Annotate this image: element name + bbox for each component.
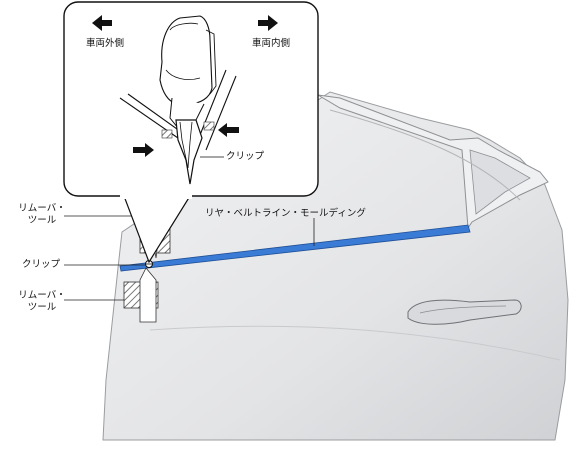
arrow-left-icon	[92, 15, 112, 31]
clip-detail	[175, 119, 203, 185]
panel-line	[197, 69, 227, 141]
panel-line	[205, 75, 237, 151]
hatch-detail	[203, 121, 215, 131]
remover-tool-lower-line1: リムーバ・	[18, 290, 66, 301]
door-contour	[149, 325, 561, 361]
push-arrow-left-icon	[218, 123, 239, 137]
remover-tool-lower-label: リムーバ・ ツール	[16, 290, 68, 314]
molding-cross-section	[159, 15, 217, 129]
molding-label: リヤ・ベルトライン・モールディング	[205, 208, 366, 219]
remover-tool-upper-line1: リムーバ・	[18, 203, 66, 214]
outer-side-label: 車両外側	[86, 38, 125, 49]
panel-line	[127, 93, 185, 135]
remover-tool-upper-line2: ツール	[27, 215, 57, 226]
push-arrow-right-icon	[133, 143, 154, 157]
inner-side-label: 車両内側	[252, 38, 291, 49]
door-contour	[329, 109, 521, 201]
callout-connector	[123, 195, 191, 264]
beltline-molding	[119, 224, 471, 272]
remover-tool-lower	[123, 267, 159, 323]
arrow-right-icon	[258, 15, 278, 31]
remover-tool-upper-label: リムーバ・ ツール	[16, 203, 68, 227]
remover-tool-lower-line2: ツール	[27, 302, 57, 313]
clip-label: クリップ	[22, 259, 61, 270]
hatch-detail	[161, 129, 173, 139]
door-handle-icon	[407, 299, 522, 325]
clip-detail-label: クリップ	[226, 151, 265, 162]
